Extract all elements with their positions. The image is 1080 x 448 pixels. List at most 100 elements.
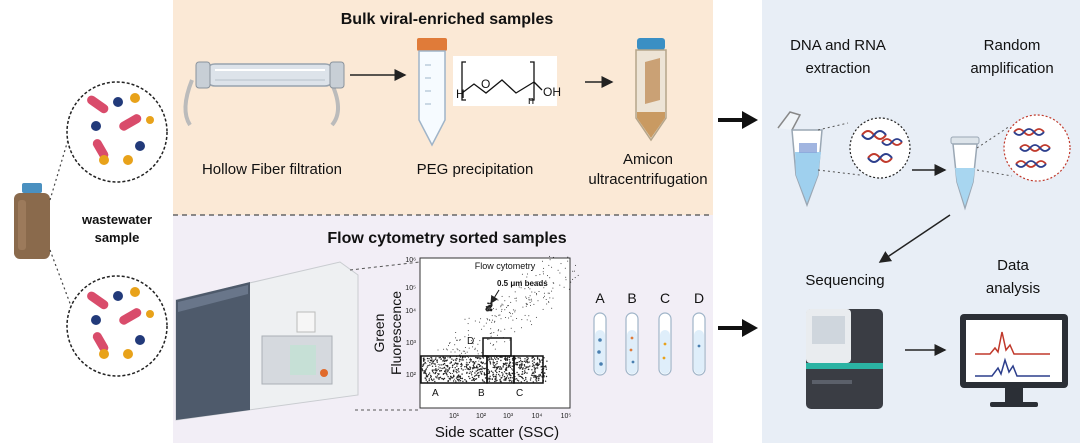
scatter-point <box>501 376 503 379</box>
scatter-point <box>464 318 466 320</box>
scatter-point <box>477 353 479 355</box>
scatter-point <box>508 356 511 359</box>
scatter-point <box>539 360 541 363</box>
scatter-point <box>485 374 487 376</box>
y-tick-label: 10² <box>406 372 417 379</box>
scatter-point <box>501 303 503 305</box>
scatter-point <box>549 259 551 261</box>
scatter-point <box>509 312 511 314</box>
scatter-point <box>490 304 493 307</box>
gate-a-label: A <box>432 388 439 399</box>
scatter-point <box>455 380 457 382</box>
scatter-point <box>515 378 518 380</box>
scatter-point <box>526 366 529 368</box>
scatter-point <box>489 319 491 321</box>
conical-tube-icon <box>417 38 447 147</box>
scatter-point <box>504 328 506 330</box>
scatter-point <box>438 366 440 368</box>
scatter-point <box>503 375 506 378</box>
scatter-point <box>445 348 447 350</box>
scatter-point <box>471 374 473 376</box>
scatter-point <box>495 364 497 366</box>
scatter-point <box>529 302 531 303</box>
scatter-point <box>538 291 540 292</box>
scatter-point <box>507 377 510 379</box>
scatter-point <box>438 378 440 380</box>
scatter-point <box>492 366 494 369</box>
monitor-icon <box>960 314 1068 407</box>
scatter-point <box>521 373 523 375</box>
scatter-point <box>481 366 483 368</box>
scatter-point <box>428 379 430 382</box>
scatter-point <box>499 375 501 377</box>
scatter-point <box>511 365 513 367</box>
scatter-point <box>438 357 440 359</box>
scatter-point <box>501 295 503 297</box>
gate-c-box <box>513 355 544 384</box>
scatter-point <box>475 370 477 372</box>
microbe-circle-top-icon <box>66 81 168 183</box>
scatter-point <box>455 358 458 360</box>
scatter-point <box>439 376 442 378</box>
scatter-point <box>444 371 445 373</box>
scatter-point <box>465 363 468 365</box>
scatter-point <box>494 320 496 322</box>
scatter-point <box>547 292 549 294</box>
scatter-point <box>521 371 524 373</box>
scatter-point <box>519 357 521 359</box>
gate-c-label: C <box>516 388 523 399</box>
scatter-point <box>487 308 490 311</box>
scatter-point <box>543 287 545 289</box>
scatter-point <box>509 366 512 369</box>
scatter-point <box>502 373 504 375</box>
scatter-point <box>545 280 547 282</box>
scatter-point <box>520 359 522 361</box>
scatter-point <box>449 342 451 344</box>
y-tick-label: 10⁵ <box>405 285 416 292</box>
scatter-point <box>548 301 549 303</box>
scatter-point <box>530 270 532 271</box>
scatter-point <box>491 303 493 305</box>
scatter-point <box>515 297 517 299</box>
scatter-point <box>428 358 430 360</box>
scatter-point <box>511 368 513 370</box>
scatter-point <box>451 358 453 360</box>
scatter-point <box>533 359 535 361</box>
y-tick-label: 10⁴ <box>405 308 416 315</box>
scatter-point <box>478 372 480 374</box>
scatter-point <box>458 378 460 381</box>
scatter-point <box>522 368 524 370</box>
scatter-point <box>500 367 502 369</box>
scatter-point <box>508 362 511 365</box>
scatter-point <box>557 269 559 271</box>
scatter-point <box>525 361 527 364</box>
scatter-point <box>448 345 449 347</box>
scatter-point <box>514 357 517 360</box>
scatter-point <box>461 357 464 359</box>
scatter-point <box>454 344 456 346</box>
scatter-point <box>457 349 459 351</box>
scatter-point <box>520 287 522 289</box>
scatter-point <box>529 295 531 297</box>
scatter-point <box>508 296 510 298</box>
scatter-point <box>426 376 428 378</box>
scatter-point <box>522 306 524 308</box>
scatter-point <box>441 364 443 366</box>
scatter-point <box>567 256 569 258</box>
scatter-point <box>502 304 504 306</box>
scatter-point <box>505 369 508 371</box>
wastewater-bottle-icon <box>14 183 50 259</box>
scatter-point <box>497 358 499 360</box>
scatter-point <box>469 368 471 370</box>
scatter-point <box>430 356 432 359</box>
scatter-point <box>462 380 464 383</box>
scatter-point <box>449 342 451 343</box>
scatter-point <box>494 365 496 367</box>
scatter-point <box>565 276 567 278</box>
scatter-point <box>542 260 543 262</box>
scatter-point <box>483 325 485 327</box>
scatter-point <box>496 371 498 374</box>
scatter-point <box>515 361 517 364</box>
scatter-point <box>485 306 488 308</box>
scatter-point <box>531 324 533 326</box>
